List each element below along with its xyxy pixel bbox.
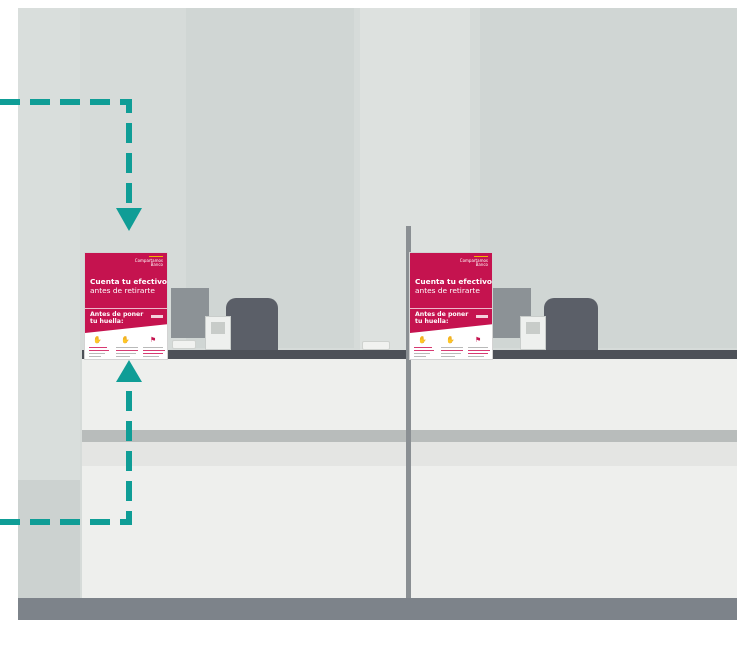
arrow-head-down xyxy=(116,208,142,231)
dashed-arrow-down xyxy=(0,102,142,231)
arrow-line-top xyxy=(0,102,129,210)
arrow-head-up xyxy=(116,360,142,382)
arrow-line-bottom xyxy=(0,378,129,522)
dashed-arrow-up xyxy=(0,360,142,522)
